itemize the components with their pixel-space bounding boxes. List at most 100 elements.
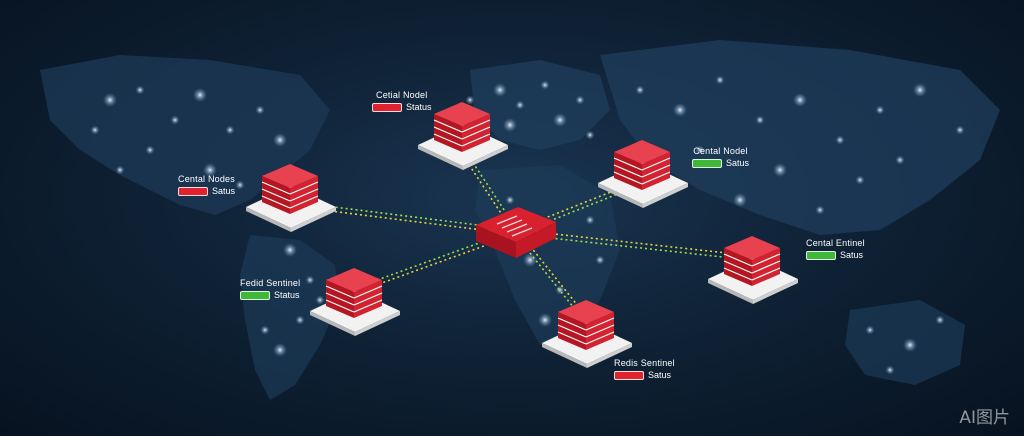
city-light xyxy=(673,103,687,117)
hub-top-face xyxy=(476,207,556,242)
status-label: Satus xyxy=(212,186,236,196)
node-right[interactable] xyxy=(708,234,798,304)
city-light xyxy=(913,83,927,97)
city-light xyxy=(315,295,325,305)
status-row: Status xyxy=(372,102,432,113)
city-light xyxy=(635,85,645,95)
continent-asia xyxy=(600,40,1000,235)
city-light xyxy=(875,105,885,115)
city-light xyxy=(755,115,765,125)
city-light xyxy=(885,365,895,375)
server-stack-icon xyxy=(542,300,632,368)
status-label: Status xyxy=(406,102,432,112)
link-line-3-1 xyxy=(356,233,518,293)
central-hub-server xyxy=(476,207,556,258)
city-light xyxy=(895,155,905,165)
city-light xyxy=(103,93,117,107)
city-light xyxy=(773,163,787,177)
node-title: Cental Nodel xyxy=(693,146,748,156)
node-title: Cetial Nodel xyxy=(376,90,428,100)
city-light xyxy=(90,125,100,135)
status-indicator xyxy=(692,159,722,168)
node-bottom-left[interactable] xyxy=(310,266,400,336)
hub-grid-icon xyxy=(496,215,533,237)
server-stack-icon xyxy=(310,268,400,336)
city-light xyxy=(695,145,705,155)
city-light xyxy=(273,343,287,357)
city-light xyxy=(865,325,875,335)
city-light xyxy=(283,243,297,257)
city-light xyxy=(835,135,845,145)
city-light xyxy=(903,338,917,352)
server-stack-icon xyxy=(708,236,798,304)
server-stack-icon xyxy=(598,140,688,208)
city-light xyxy=(793,93,807,107)
label-bottom-left: Fedid Sentinel Status xyxy=(240,278,300,301)
continent-south-america xyxy=(240,235,340,400)
node-top-left[interactable] xyxy=(246,162,336,232)
status-label: Satus xyxy=(840,250,864,260)
label-top-right: Cental Nodel Satus xyxy=(692,146,749,169)
status-row: Satus xyxy=(178,186,235,197)
city-light xyxy=(715,75,725,85)
city-light xyxy=(503,118,517,132)
status-row: Satus xyxy=(692,158,749,169)
city-light xyxy=(260,325,270,335)
label-top-center: Cetial Nodel Status xyxy=(372,90,432,113)
city-light xyxy=(295,315,305,325)
status-label: Satus xyxy=(726,158,750,168)
city-light xyxy=(235,180,245,190)
city-light xyxy=(505,195,515,205)
node-title: Cental Nodes xyxy=(178,174,235,184)
city-light xyxy=(815,205,825,215)
city-light xyxy=(203,163,217,177)
city-lights xyxy=(90,75,965,375)
city-light xyxy=(225,125,235,135)
status-label: Satus xyxy=(648,370,672,380)
status-indicator xyxy=(178,187,208,196)
status-indicator xyxy=(614,371,644,380)
city-light xyxy=(540,80,550,90)
city-light xyxy=(935,315,945,325)
city-light xyxy=(585,215,595,225)
city-light xyxy=(955,125,965,135)
status-row: Satus xyxy=(806,250,865,261)
server-stack-icon xyxy=(246,164,336,232)
city-light xyxy=(493,83,507,97)
status-row: Satus xyxy=(614,370,675,381)
status-indicator xyxy=(372,103,402,112)
status-row: Status xyxy=(240,290,300,301)
node-title: Cental Entinel xyxy=(806,238,865,248)
city-light xyxy=(145,145,155,155)
city-light xyxy=(135,85,145,95)
status-indicator xyxy=(240,291,270,300)
city-light xyxy=(305,275,315,285)
status-label: Status xyxy=(274,290,300,300)
city-light xyxy=(273,133,287,147)
node-top-right[interactable] xyxy=(598,138,688,208)
server-stack-icon xyxy=(418,102,508,170)
node-title: Redis Sentinel xyxy=(614,358,675,368)
node-title: Fedid Sentinel xyxy=(240,278,301,288)
city-light xyxy=(465,95,475,105)
link-line-3-0 xyxy=(354,229,516,289)
city-light xyxy=(855,175,865,185)
watermark: AI图片 xyxy=(959,408,1010,428)
label-bottom-center: Redis Sentinel Satus xyxy=(614,358,675,381)
status-indicator xyxy=(806,251,836,260)
city-light xyxy=(115,165,125,175)
city-light xyxy=(595,255,605,265)
label-right: Cental Entinel Satus xyxy=(806,238,865,261)
city-light xyxy=(538,313,552,327)
city-light xyxy=(585,130,595,140)
hub-right-face xyxy=(516,222,556,258)
city-light xyxy=(255,105,265,115)
city-light xyxy=(575,95,585,105)
node-top-center[interactable] xyxy=(418,100,508,170)
city-light xyxy=(733,193,747,207)
node-bottom-center[interactable] xyxy=(542,298,632,368)
city-light xyxy=(170,115,180,125)
